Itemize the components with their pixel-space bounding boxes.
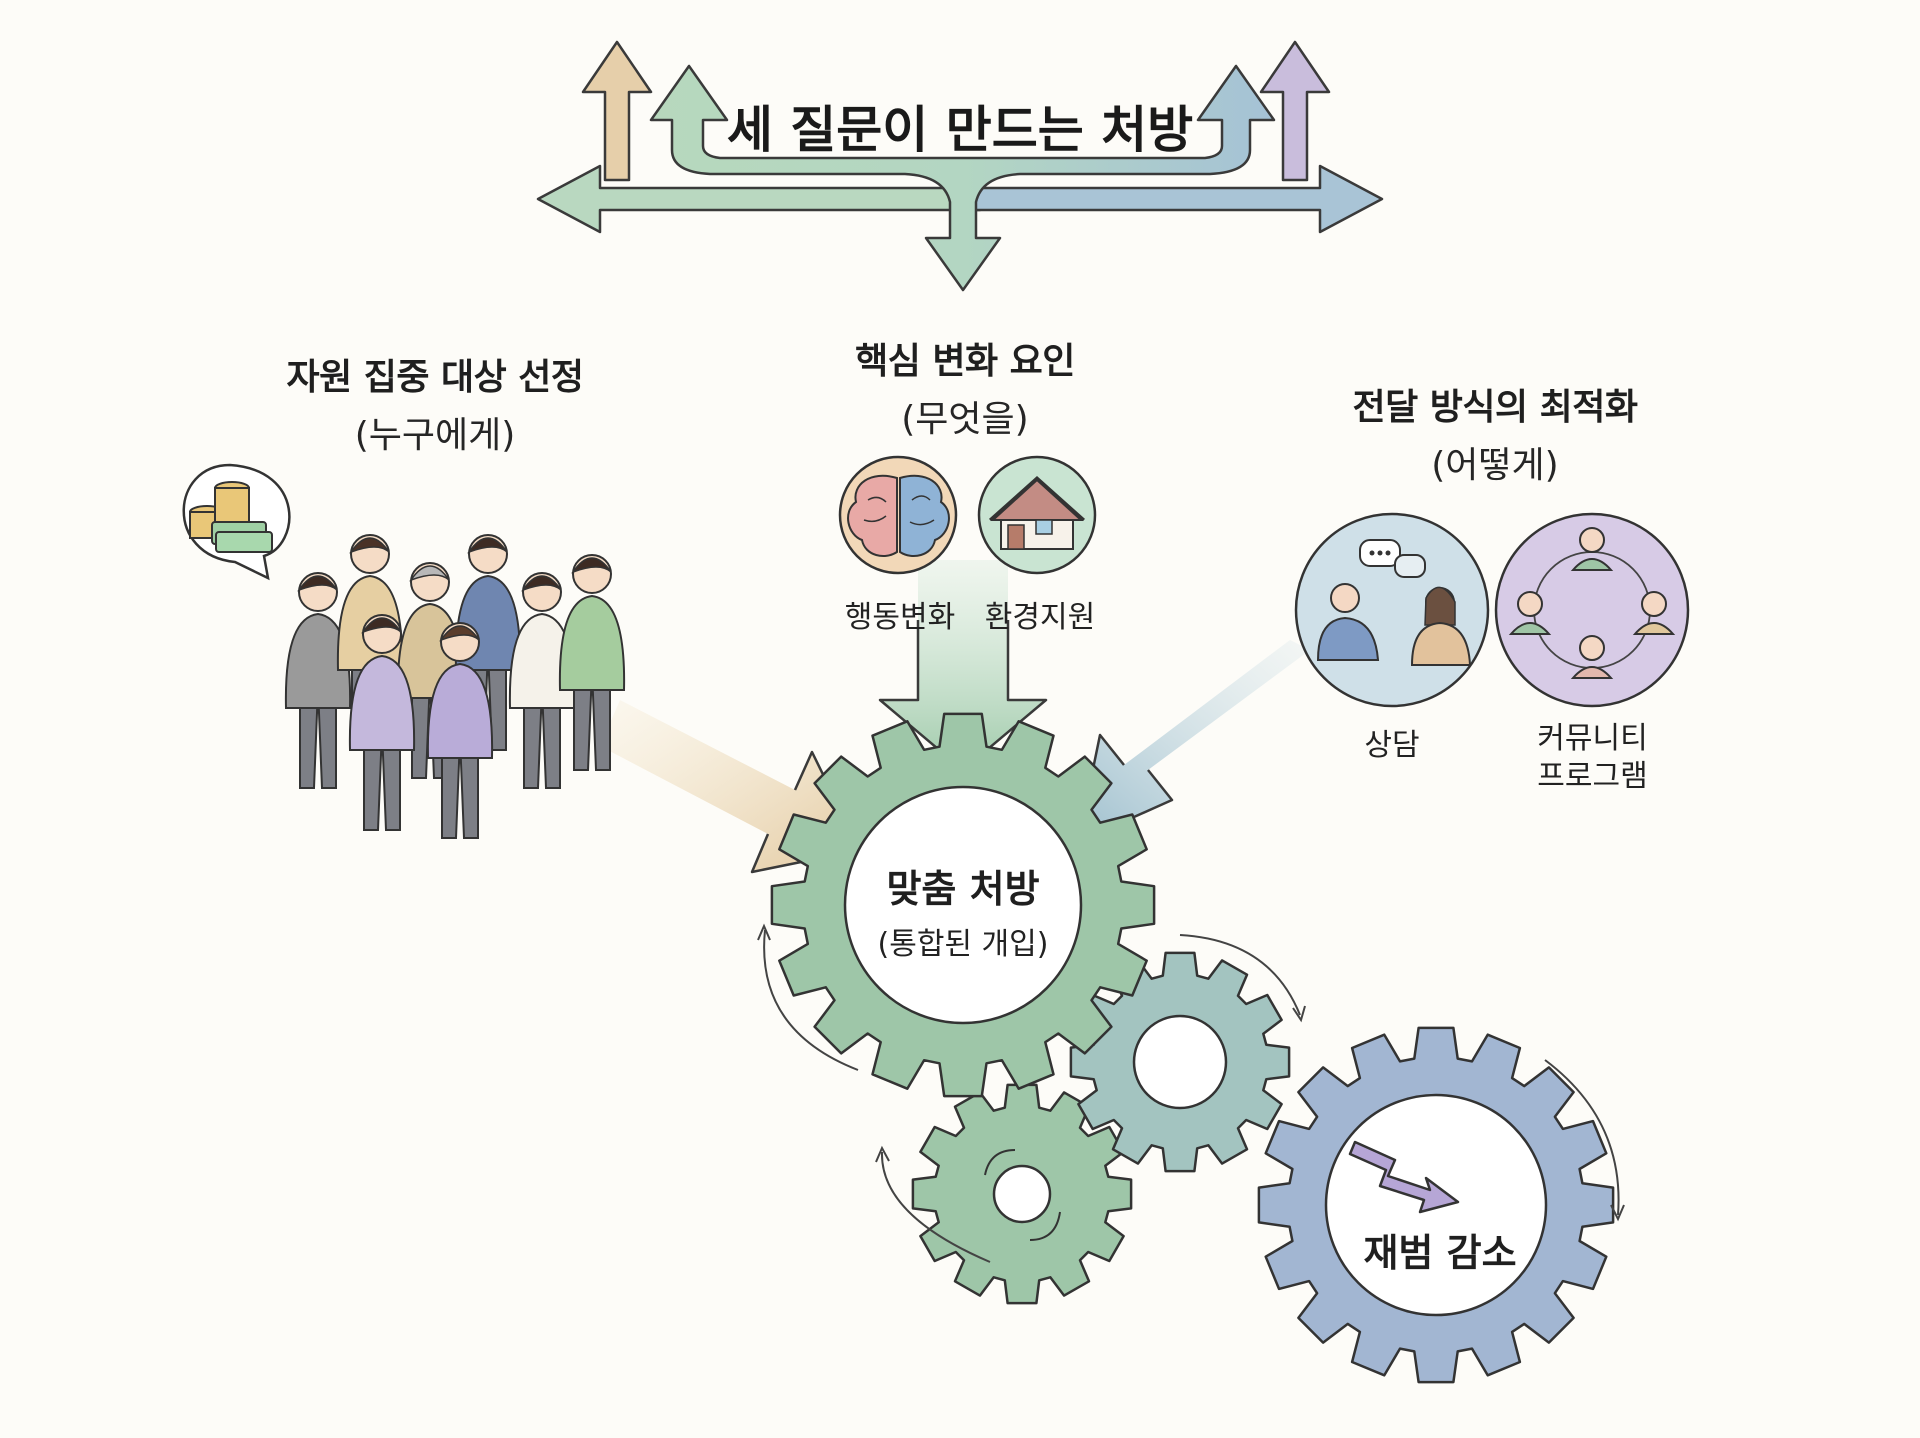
arrowhead [875,1145,890,1163]
who-subtitle: (누구에게) [354,415,516,456]
center-subtitle: (통합된 개입) [877,927,1049,962]
rotation-arc-left [763,929,859,1071]
gear-center [770,712,1156,1098]
gear-system [770,712,1615,1384]
what-title: 핵심 변화 요인 [855,341,1075,382]
money-icon [182,463,291,581]
arrowhead [757,923,771,941]
what-subtitle: (무엇을) [901,399,1029,440]
gear-teal [1069,951,1291,1173]
outcome-title: 재범 감소 [1363,1231,1517,1275]
rotation-arc-mid [1179,934,1301,1016]
top-arrows [536,40,1384,292]
small-gear-arrows [984,1149,1061,1241]
person-figure [348,614,416,831]
counseling-icon [1294,512,1490,708]
arrowhead [1610,1204,1625,1222]
arrow-from-how [1076,640,1310,844]
how-title: 전달 방식의 최적화 [1352,387,1638,428]
rotation-arcs [757,923,1625,1263]
person-figure [426,622,494,839]
what-item-environment: 환경지원 [984,600,1096,635]
who-title: 자원 집중 대상 선정 [286,357,584,398]
center-title: 맞춤 처방 [886,867,1040,911]
community-icon [1494,512,1690,708]
diagram-title: 세 질문이 만드는 처방 [727,101,1193,159]
person-figure [558,554,626,771]
rotation-arc-small [880,1151,991,1263]
person-figure [508,572,576,789]
who-label: 자원 집중 대상 선정 (누구에게) [270,348,600,458]
what-item-behavior: 행동변화 [844,600,956,635]
people-group-icon [284,534,626,839]
small-gear-left [911,1083,1133,1305]
arrowhead [1292,1005,1306,1023]
house-icon [977,455,1097,575]
how-item-community: 커뮤니티 프로그램 [1537,721,1648,794]
center-label: 맞춤 처방 (통합된 개입) [853,858,1073,963]
how-subtitle: (어떻게) [1431,445,1559,486]
how-label: 전달 방식의 최적화 (어떻게) [1330,378,1660,488]
what-label: 핵심 변화 요인 (무엇을) [800,332,1130,442]
rotation-arc-right [1544,1059,1620,1216]
trend-down-icon [1348,1140,1460,1214]
how-item-counseling: 상담 [1364,728,1420,763]
person-figure [284,572,352,789]
brain-icon [838,455,958,575]
